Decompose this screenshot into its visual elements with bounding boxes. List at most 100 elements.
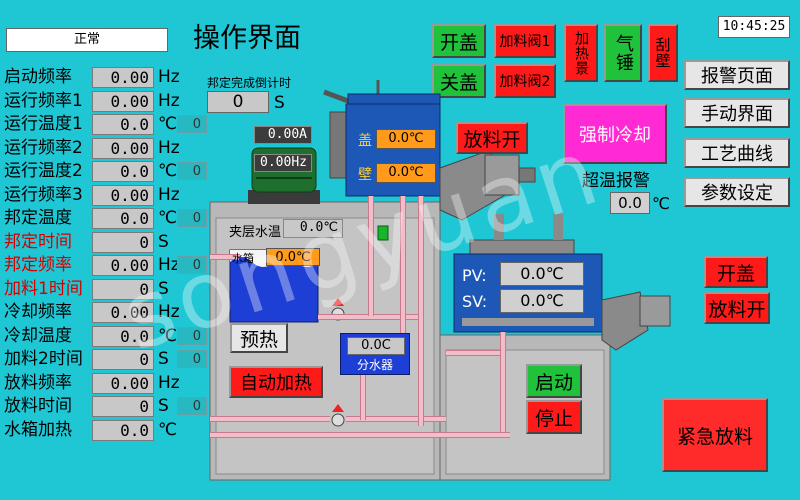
- param-unit: S: [158, 279, 169, 299]
- timer-label: 邦定完成倒计时: [207, 76, 292, 90]
- param-label: 放料时间: [4, 396, 72, 416]
- param-label: 邦定时间: [4, 232, 72, 252]
- param-label: 邦定频率: [4, 255, 72, 275]
- param-unit: S: [158, 349, 169, 369]
- param-value[interactable]: 0.00: [92, 185, 154, 206]
- param-aux-value: 0: [177, 256, 207, 274]
- auto-heat-button[interactable]: 自动加热: [229, 366, 323, 398]
- param-value[interactable]: 0: [92, 232, 154, 253]
- param-value[interactable]: 0.0: [92, 161, 154, 182]
- timer-value: 0: [207, 91, 269, 113]
- heat-button[interactable]: 加热景: [564, 24, 598, 82]
- cooler-open-lid-button[interactable]: 开盖: [704, 256, 768, 288]
- water-tank-label: 水箱: [232, 252, 254, 265]
- emergency-discharge-button[interactable]: 紧急放料: [662, 398, 768, 472]
- param-value[interactable]: 0: [92, 279, 154, 300]
- param-unit: Hz: [158, 67, 180, 87]
- motor-frequency-display: 0.00Hz: [254, 154, 312, 172]
- scrape-wall-label: 刮壁: [653, 37, 672, 69]
- param-aux-value: 0: [177, 209, 207, 227]
- param-value[interactable]: 0: [92, 349, 154, 370]
- param-unit: ℃: [158, 326, 178, 346]
- stop-button[interactable]: 停止: [526, 400, 582, 434]
- water-tank-temp-display: 0.0℃: [266, 248, 320, 266]
- feed-valve1-button[interactable]: 加料阀1: [494, 24, 556, 58]
- param-unit: S: [158, 396, 169, 416]
- cooler-sv-display: 0.0℃: [500, 289, 584, 313]
- lid-arm-cylinder: [329, 111, 349, 179]
- param-value[interactable]: 0.00: [92, 91, 154, 112]
- param-label: 邦定温度: [4, 208, 72, 228]
- open-lid-button[interactable]: 开盖: [432, 24, 486, 58]
- param-value[interactable]: 0.00: [92, 373, 154, 394]
- discharge-open-button-1[interactable]: 放料开: [456, 122, 528, 154]
- wall-label: 壁: [358, 167, 372, 183]
- nav-process-curve[interactable]: 工艺曲线: [684, 138, 790, 168]
- status-display: 正常: [6, 28, 168, 52]
- param-label: 冷却温度: [4, 326, 72, 346]
- param-value[interactable]: 0.00: [92, 302, 154, 323]
- heat-button-label: 加热景: [573, 30, 589, 76]
- param-label: 运行频率3: [4, 185, 83, 205]
- feed-valve2-button[interactable]: 加料阀2: [494, 64, 556, 98]
- cooler-pv-display: 0.0℃: [500, 262, 584, 286]
- discharge-open-button-2[interactable]: 放料开: [704, 292, 770, 324]
- cooler-sv-label: SV:: [462, 292, 488, 311]
- lid-temp-display: 0.0℃: [376, 129, 436, 149]
- param-label: 启动频率: [4, 67, 72, 87]
- param-label: 水箱加热: [4, 420, 72, 440]
- preheat-button[interactable]: 预热: [230, 323, 288, 353]
- wall-temp-display: 0.0℃: [376, 163, 436, 183]
- param-aux-value: 0: [177, 397, 207, 415]
- motor-base: [248, 190, 320, 204]
- nav-parameter-settings[interactable]: 参数设定: [684, 177, 790, 207]
- param-value[interactable]: 0.00: [92, 255, 154, 276]
- param-label: 运行温度2: [4, 161, 83, 181]
- param-label: 运行频率1: [4, 91, 83, 111]
- param-label: 冷却频率: [4, 302, 72, 322]
- param-unit: Hz: [158, 138, 180, 158]
- air-hammer-button[interactable]: 气锤: [604, 24, 642, 82]
- param-unit: Hz: [158, 373, 180, 393]
- param-label: 加料2时间: [4, 349, 83, 369]
- param-unit: Hz: [158, 255, 180, 275]
- close-lid-button[interactable]: 关盖: [432, 64, 486, 98]
- clock-display: 10:45:25: [718, 16, 790, 38]
- nav-alarm-page[interactable]: 报警页面: [684, 60, 790, 90]
- jacket-temp-display: 0.0℃: [283, 219, 343, 238]
- param-value[interactable]: 0.0: [92, 326, 154, 347]
- param-unit: S: [158, 232, 169, 252]
- distributor-label: 分水器: [356, 358, 393, 372]
- param-value[interactable]: 0.0: [92, 420, 154, 441]
- param-unit: Hz: [158, 185, 180, 205]
- param-value[interactable]: 0.00: [92, 138, 154, 159]
- lid-label: 盖: [358, 133, 372, 149]
- overtemp-unit: ℃: [652, 194, 670, 213]
- param-unit: ℃: [158, 420, 178, 440]
- start-button[interactable]: 启动: [526, 364, 582, 398]
- overtemp-value: 0.0: [610, 192, 650, 214]
- air-hammer-label: 气锤: [613, 34, 634, 72]
- overtemp-label: 超温报警: [582, 171, 650, 191]
- param-unit: ℃: [158, 208, 178, 228]
- param-unit: Hz: [158, 91, 180, 111]
- nav-manual-page[interactable]: 手动界面: [684, 98, 790, 128]
- param-aux-value: 0: [177, 115, 207, 133]
- param-unit: ℃: [158, 114, 178, 134]
- param-label: 放料频率: [4, 373, 72, 393]
- cooler-top: [469, 239, 575, 255]
- param-aux-value: 0: [177, 162, 207, 180]
- force-cool-button[interactable]: 强制冷却: [563, 104, 667, 164]
- scrape-wall-button[interactable]: 刮壁: [648, 24, 678, 82]
- param-aux-value: 0: [177, 327, 207, 345]
- timer-unit: S: [274, 93, 285, 113]
- cooler-progress-track: [462, 318, 594, 326]
- distributor-temp-display: 0.0C: [347, 337, 405, 355]
- param-value[interactable]: 0.00: [92, 67, 154, 88]
- param-value[interactable]: 0.0: [92, 114, 154, 135]
- water-distributor: 0.0C 分水器: [340, 333, 410, 375]
- param-value[interactable]: 0.0: [92, 208, 154, 229]
- param-value[interactable]: 0: [92, 396, 154, 417]
- param-unit: Hz: [158, 302, 180, 322]
